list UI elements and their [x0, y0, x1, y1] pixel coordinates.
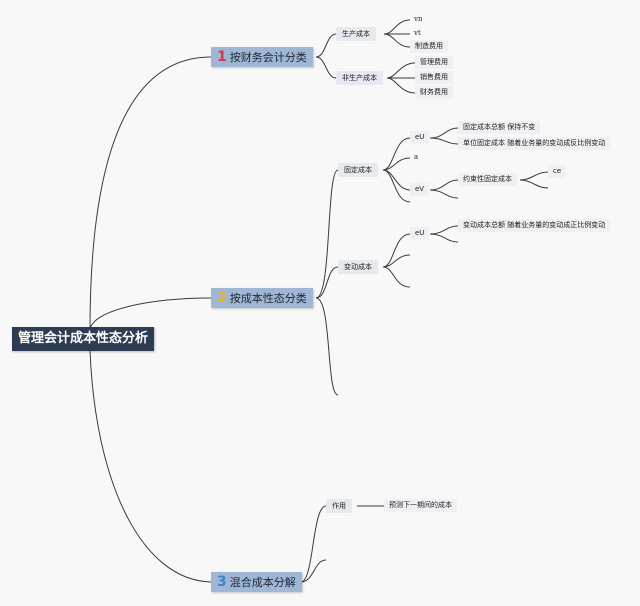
node-non-production-cost[interactable]: 非生产成本	[336, 71, 383, 85]
branch-label: 按财务会计分类	[229, 51, 307, 64]
node-ce[interactable]: ce	[548, 165, 567, 178]
node-selling-expense[interactable]: 销售费用	[415, 71, 453, 84]
branch-number: 1	[217, 49, 227, 65]
node-production-cost[interactable]: 生产成本	[336, 27, 376, 41]
node-fixed-cost[interactable]: 固定成本	[338, 163, 378, 177]
node-manufacturing-overhead[interactable]: 制造费用	[410, 40, 448, 53]
node-purpose[interactable]: 作用	[326, 499, 352, 513]
branch-label: 混合成本分解	[229, 576, 296, 589]
node-total-fixed-cost[interactable]: 固定成本总额 保持不变	[458, 121, 541, 134]
node-committed-fixed-cost[interactable]: 约束性固定成本	[458, 173, 517, 186]
node-fixed-ev[interactable]: eV	[410, 183, 430, 196]
node-total-variable-cost[interactable]: 变动成本总额 随着业务量的变动成正比例变动	[458, 219, 611, 232]
branch-number: 2	[217, 290, 227, 306]
node-admin-expense[interactable]: 管理费用	[415, 56, 453, 69]
node-vn[interactable]: vn	[414, 15, 423, 23]
node-vt[interactable]: vt	[414, 29, 421, 37]
node-variable-cost[interactable]: 变动成本	[338, 260, 378, 274]
node-a[interactable]: a	[414, 153, 419, 161]
node-finance-expense[interactable]: 财务费用	[415, 86, 453, 99]
node-forecast-cost[interactable]: 预测下一期间的成本	[384, 499, 457, 512]
node-unit-fixed-cost[interactable]: 单位固定成本 随着业务量的变动成反比例变动	[458, 137, 611, 150]
branch-number: 3	[217, 574, 227, 590]
node-variable-eu[interactable]: eU	[410, 227, 430, 240]
node-fixed-eu[interactable]: eU	[410, 131, 430, 144]
branch-label: 按成本性态分类	[229, 292, 307, 305]
root-topic[interactable]: 管理会计成本性态分析	[12, 327, 155, 351]
